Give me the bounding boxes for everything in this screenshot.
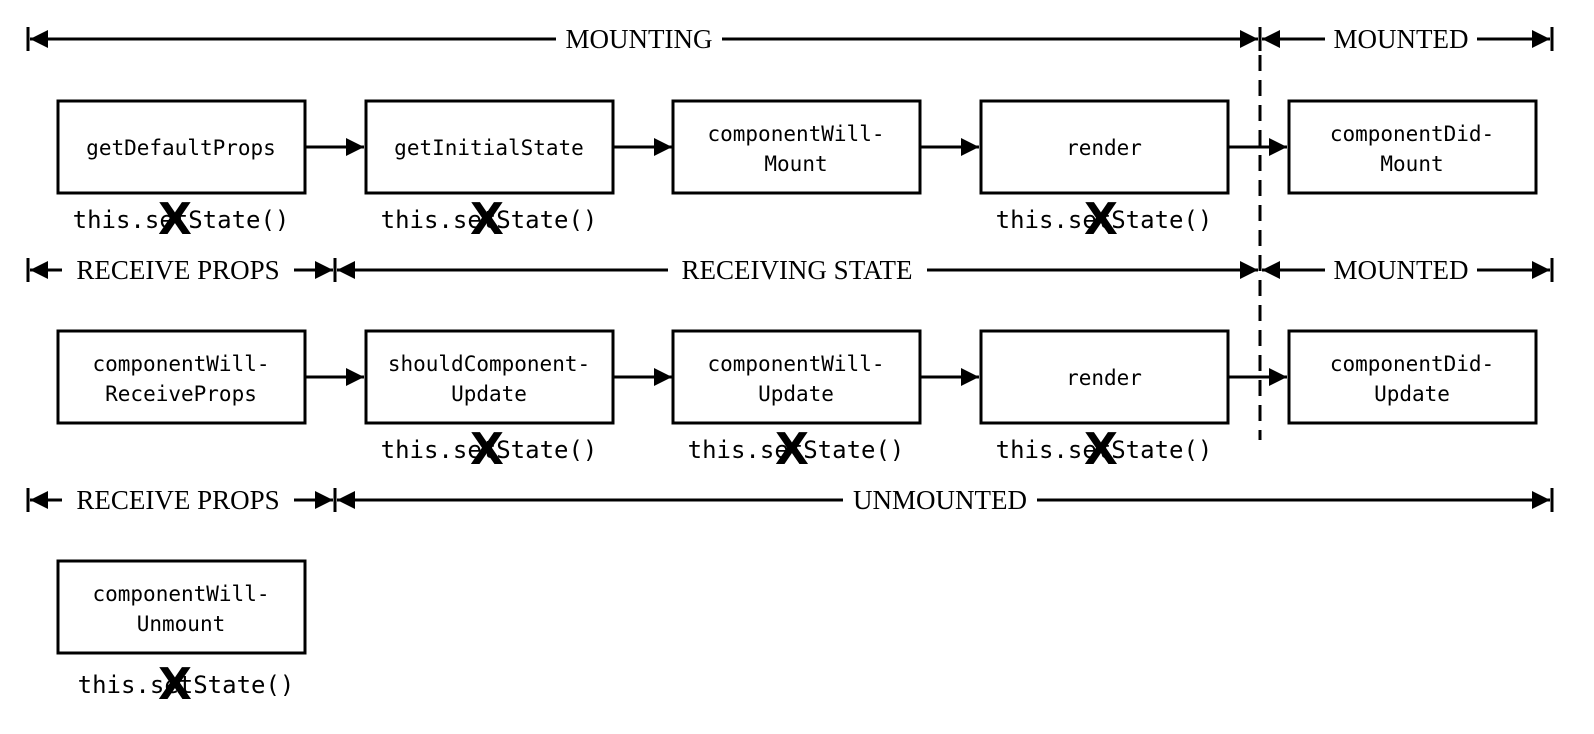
lifecycle-box-render: render [979, 99, 1230, 195]
setstate-note-shouldcomponentupdate: this.setState() X [381, 424, 598, 475]
phase-label-receiving-state: RECEIVING STATE [681, 255, 912, 285]
svg-text:this.setState(): this.setState() [381, 436, 598, 464]
svg-text:componentDid-: componentDid- [1330, 352, 1494, 376]
svg-text:Mount: Mount [764, 152, 827, 176]
lifecycle-box-componentwillunmount: componentWill- Unmount [56, 559, 307, 655]
lifecycle-box-componentwillmount: componentWill- Mount [671, 99, 922, 195]
cross-mark-icon: X [158, 194, 192, 245]
phase-bar-row-3: RECEIVE PROPS UNMOUNTED [26, 485, 1554, 515]
phase-label-mounting: MOUNTING [566, 24, 713, 54]
svg-text:componentWill-: componentWill- [92, 352, 269, 376]
cross-mark-icon: X [470, 194, 504, 245]
svg-text:Mount: Mount [1380, 152, 1443, 176]
cross-mark-icon: X [158, 659, 192, 710]
setstate-note-componentwillupdate: this.setState() X [688, 424, 905, 475]
phase-bar-row-1: MOUNTING MOUNTED [26, 24, 1554, 54]
svg-text:Update: Update [451, 382, 527, 406]
phase-label-receive-props: RECEIVE PROPS [76, 485, 279, 515]
setstate-note-getdefaultprops: this.setState() X [73, 194, 290, 245]
svg-text:componentWill-: componentWill- [707, 352, 884, 376]
svg-text:componentDid-: componentDid- [1330, 122, 1494, 146]
lifecycle-box-shouldcomponentupdate: shouldComponent- Update [364, 329, 615, 425]
setstate-note-render-updating: this.setState() X [996, 424, 1213, 475]
lifecycle-box-componentwillreceiveprops: componentWill- ReceiveProps [56, 329, 307, 425]
svg-text:Update: Update [758, 382, 834, 406]
phase-label-unmounted: UNMOUNTED [853, 485, 1027, 515]
cross-mark-icon: X [1084, 194, 1118, 245]
svg-text:Unmount: Unmount [137, 612, 226, 636]
phase-label-receive-props: RECEIVE PROPS [76, 255, 279, 285]
lifecycle-box-render: render [979, 329, 1230, 425]
cross-mark-icon: X [470, 424, 504, 475]
svg-text:this.setState(): this.setState() [381, 206, 598, 234]
setstate-note-getinitialstate: this.setState() X [381, 194, 598, 245]
svg-text:render: render [1066, 366, 1142, 390]
lifecycle-box-componentwillupdate: componentWill- Update [671, 329, 922, 425]
svg-text:getInitialState: getInitialState [394, 136, 584, 160]
phase-label-mounted: MOUNTED [1334, 255, 1469, 285]
svg-text:this.setState(): this.setState() [996, 206, 1213, 234]
svg-text:getDefaultProps: getDefaultProps [86, 136, 276, 160]
phase-bar-row-2: RECEIVE PROPS RECEIVING STATE MOUNTED [26, 255, 1554, 285]
svg-text:ReceiveProps: ReceiveProps [105, 382, 257, 406]
svg-text:Update: Update [1374, 382, 1450, 406]
cross-mark-icon: X [1084, 424, 1118, 475]
svg-text:componentWill-: componentWill- [707, 122, 884, 146]
svg-text:render: render [1066, 136, 1142, 160]
svg-text:this.setState(): this.setState() [688, 436, 905, 464]
lifecycle-box-getinitialstate: getInitialState [364, 99, 615, 195]
lifecycle-box-componentdidupdate: componentDid- Update [1287, 329, 1538, 425]
svg-text:shouldComponent-: shouldComponent- [388, 352, 590, 376]
flow-arrows [305, 138, 1287, 386]
svg-text:this.setState(): this.setState() [73, 206, 290, 234]
svg-text:this.setState(): this.setState() [996, 436, 1213, 464]
phase-label-mounted: MOUNTED [1334, 24, 1469, 54]
setstate-note-render-mounting: this.setState() X [996, 194, 1213, 245]
svg-text:componentWill-: componentWill- [92, 582, 269, 606]
lifecycle-box-getdefaultprops: getDefaultProps [56, 99, 307, 195]
setstate-note-componentwillunmount: this.setState() X [78, 659, 295, 710]
lifecycle-box-componentdidmount: componentDid- Mount [1287, 99, 1538, 195]
svg-text:this.setState(): this.setState() [78, 671, 295, 699]
cross-mark-icon: X [775, 424, 809, 475]
